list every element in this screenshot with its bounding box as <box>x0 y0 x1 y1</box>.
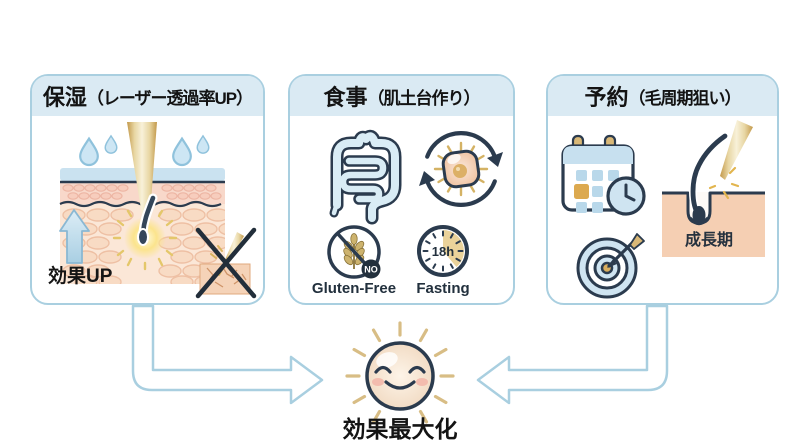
no-badge-text: NO <box>364 265 378 275</box>
intestine-icon <box>329 129 402 225</box>
hair-strand <box>690 133 728 219</box>
panel-title-main: 予約 <box>584 85 629 110</box>
basal-wavy-line <box>59 200 222 208</box>
cell-turnover-icon <box>419 130 503 208</box>
gluten-free-icon: NO <box>327 225 381 279</box>
hair-root-prongs <box>689 217 709 226</box>
skin-laser-illustration: 効果UP <box>48 122 257 299</box>
panel-title-sub: （レーザー透過率UP） <box>86 88 253 108</box>
no-badge <box>361 259 381 279</box>
result-face <box>320 312 480 429</box>
cycle-arrowhead-right <box>487 152 503 167</box>
smiling-face-icon <box>345 321 455 424</box>
glow-rays <box>112 209 178 271</box>
panel-booking-body: 成長期 <box>548 116 777 301</box>
right-elbow-arrow <box>476 304 669 405</box>
hair-bulb <box>137 228 149 246</box>
calendar-icon <box>561 134 646 216</box>
left-elbow-arrow <box>131 304 324 405</box>
gluten-free-label: Gluten-Free <box>312 280 396 297</box>
dart-fletching <box>629 233 645 250</box>
hair-bulb <box>692 206 706 224</box>
fasting-sector <box>443 230 464 267</box>
panel-diet-title: 食事（肌土台作り） <box>290 76 513 116</box>
calendar-header-band <box>563 146 633 164</box>
dry-skin-blocked-icon <box>195 227 257 299</box>
calendar-days <box>576 170 619 213</box>
diet-icons: NO 18h Gluten-Free Fasting <box>312 129 503 297</box>
cycle-arrowhead-left <box>419 171 435 186</box>
panel-diet: 食事（肌土台作り） <box>288 74 515 305</box>
panel-moisturizing: 保湿（レーザー透過率UP） <box>30 74 265 305</box>
panel-title-sub: （肌土台作り） <box>367 88 481 108</box>
face-rays <box>345 321 455 424</box>
smile <box>384 380 416 390</box>
panel-booking-title: 予約（毛周期狙い） <box>548 76 777 116</box>
clock-ticks <box>422 230 464 272</box>
skin-block <box>662 192 765 257</box>
water-drops <box>79 134 210 167</box>
dart-tip <box>607 259 617 268</box>
right-eye <box>408 365 426 374</box>
panel-moisturizing-body: 効果UP <box>32 116 263 301</box>
fasting-label: Fasting <box>416 280 469 297</box>
panel-title-main: 食事 <box>323 85 368 110</box>
cross-x-icon <box>195 227 257 299</box>
effect-up-label: 効果UP <box>48 264 113 287</box>
target-dart-icon <box>576 233 645 299</box>
face-circle <box>365 341 435 411</box>
panel-booking: 予約（毛周期狙い） <box>546 74 779 305</box>
growth-phase-illustration: 成長期 <box>662 120 765 257</box>
effect-up-arrow <box>59 209 90 264</box>
epidermis-cells <box>62 184 222 200</box>
laser-beam <box>720 120 753 180</box>
clock-hands <box>624 183 636 202</box>
cycle-arc-top <box>425 130 497 159</box>
face-highlight <box>376 352 398 368</box>
growth-phase-label: 成長期 <box>685 230 733 249</box>
right-cheek <box>416 378 428 386</box>
panel-moisturizing-title: 保湿（レーザー透過率UP） <box>32 76 263 116</box>
cycle-arc-bottom <box>425 179 497 208</box>
cell-highlight <box>447 153 461 165</box>
left-cheek <box>372 378 384 386</box>
panel-title-sub: （毛周期狙い） <box>628 88 742 108</box>
fasting-hours-text: 18h <box>432 244 454 259</box>
laser-sparks <box>708 166 740 200</box>
result-label: 効果最大化 <box>342 416 458 442</box>
calendar-selected-day <box>574 184 589 199</box>
booking-icons: 成長期 <box>561 120 765 299</box>
panel-diet-body: NO 18h Gluten-Free Fasting <box>290 116 513 301</box>
cell-nucleus <box>453 164 467 178</box>
nucleus-highlight <box>456 167 460 171</box>
fasting-clock-icon: 18h <box>417 225 469 277</box>
left-eye <box>374 365 392 374</box>
panel-title-main: 保湿 <box>42 85 87 110</box>
